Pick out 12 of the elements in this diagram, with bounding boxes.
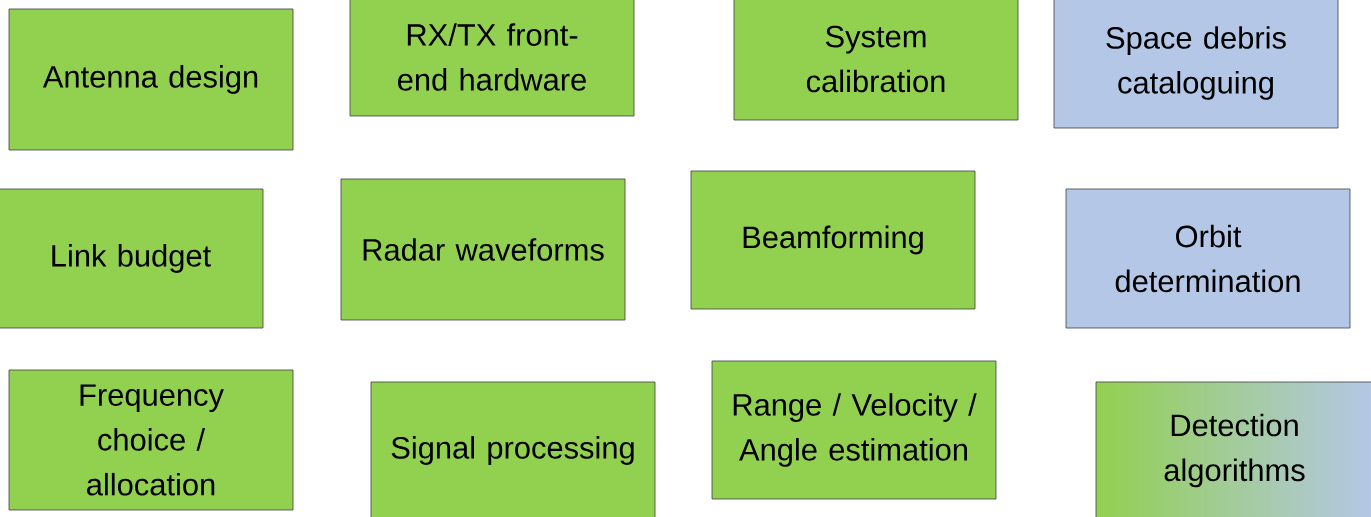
topic-box: Signal processing	[370, 381, 656, 517]
topic-box: Detection algorithms	[1095, 381, 1371, 517]
topic-box: Radar waveforms	[340, 178, 626, 321]
topic-box: Link budget	[0, 188, 264, 329]
topic-box: System calibration	[733, 0, 1019, 121]
topic-box: Space debris cataloguing	[1053, 0, 1339, 129]
topic-box: Orbit determination	[1065, 188, 1351, 329]
topic-box: Beamforming	[690, 170, 976, 310]
topic-box: Range / Velocity / Angle estimation	[711, 360, 997, 500]
topic-box: Frequency choice / allocation	[8, 369, 294, 511]
topic-box: RX/TX front-end hardware	[349, 0, 635, 117]
topic-box: Antenna design	[8, 8, 294, 151]
